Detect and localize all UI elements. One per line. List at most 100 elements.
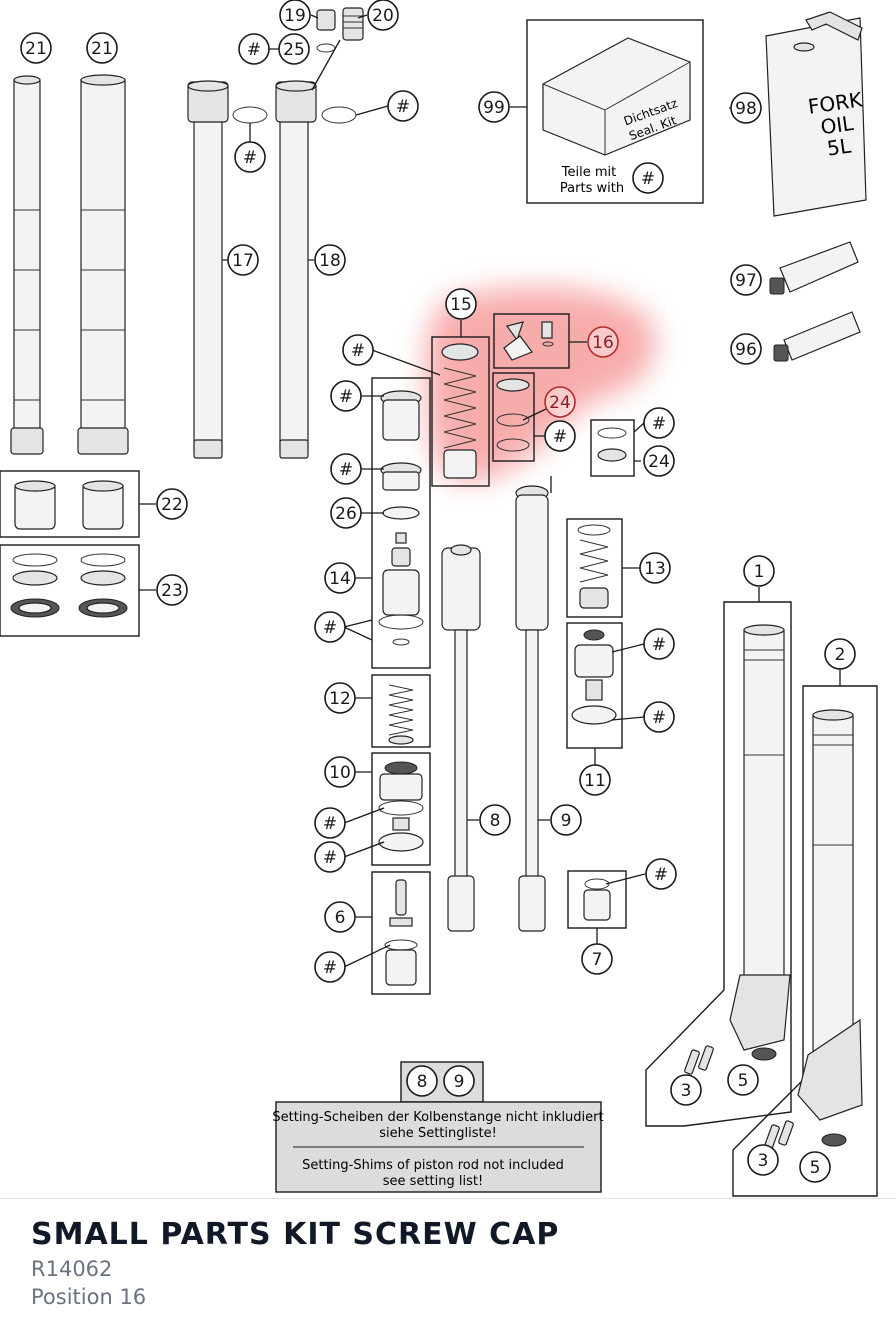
frame-6: [371, 871, 431, 995]
frame-14: [371, 377, 431, 669]
svg-text:26: 26: [335, 504, 357, 524]
callout-19[interactable]: 19: [279, 0, 311, 31]
svg-text:25: 25: [283, 40, 305, 60]
svg-text:98: 98: [735, 99, 757, 119]
callout-12[interactable]: 12: [324, 682, 356, 714]
callout-26[interactable]: 26: [330, 497, 362, 529]
callout-99[interactable]: 99: [478, 91, 510, 123]
svg-text:5: 5: [738, 1071, 749, 1091]
svg-text:97: 97: [735, 271, 757, 291]
callout-97[interactable]: 97: [730, 264, 762, 296]
svg-text:11: 11: [584, 771, 606, 791]
callout-hash-14-c[interactable]: #: [314, 611, 346, 643]
screw-cap-19: [316, 9, 336, 31]
svg-text:8: 8: [490, 811, 501, 831]
svg-text:#: #: [247, 40, 261, 60]
outer-tube-left-1: [10, 75, 44, 455]
svg-text:12: 12: [329, 689, 351, 709]
svg-text:9: 9: [561, 811, 572, 831]
callout-3-b[interactable]: 3: [747, 1144, 779, 1176]
callout-10[interactable]: 10: [324, 756, 356, 788]
grease-tube-97: [769, 241, 859, 295]
callout-8[interactable]: 8: [479, 804, 511, 836]
bushings-22: [14, 480, 124, 530]
axle-clamp-bolts-2: [764, 1120, 847, 1150]
svg-text:8: 8: [417, 1072, 428, 1092]
valve-parts-10: [378, 761, 424, 852]
callout-22[interactable]: 22: [156, 488, 188, 520]
notice-ref-9[interactable]: 9: [443, 1065, 475, 1097]
callout-hash-25[interactable]: #: [238, 33, 270, 65]
callout-98[interactable]: 98: [730, 92, 762, 124]
seal-kit-label-de: Teile mit: [561, 165, 616, 180]
callout-hash-17[interactable]: #: [234, 141, 266, 173]
callout-15[interactable]: 15: [445, 288, 477, 320]
notice-de-line2: siehe Settingliste!: [379, 1126, 497, 1141]
oil-can-line2: OIL: [819, 111, 856, 139]
part-number: R14062: [31, 1257, 113, 1281]
callout-20[interactable]: 20: [367, 0, 399, 31]
svg-text:#: #: [641, 169, 655, 189]
svg-text:22: 22: [161, 495, 183, 515]
callout-5-a[interactable]: 5: [727, 1064, 759, 1096]
callout-hash-11-a[interactable]: #: [643, 628, 675, 660]
svg-text:99: 99: [483, 98, 505, 118]
callout-13[interactable]: 13: [639, 552, 671, 584]
callout-24-a[interactable]: 24: [544, 386, 576, 418]
leader-lines: [139, 14, 841, 968]
svg-text:18: 18: [319, 251, 341, 271]
frame-24a: [492, 372, 535, 462]
callout-5-b[interactable]: 5: [799, 1151, 831, 1183]
callout-hash-10-a[interactable]: #: [314, 807, 346, 839]
callout-hash-24a[interactable]: #: [544, 420, 576, 452]
callout-hash-24b[interactable]: #: [643, 407, 675, 439]
svg-text:#: #: [654, 865, 668, 885]
callout-hash-11-b[interactable]: #: [643, 701, 675, 733]
callout-7[interactable]: 7: [581, 943, 613, 975]
fork-leg-2: [797, 709, 863, 1121]
callout-hash-14-b[interactable]: #: [330, 453, 362, 485]
callout-21-b[interactable]: 21: [86, 32, 118, 64]
svg-text:#: #: [323, 814, 337, 834]
seal-kit-marker[interactable]: #: [632, 162, 664, 194]
svg-text:24: 24: [549, 393, 571, 413]
product-title: SMALL PARTS KIT SCREW CAP: [31, 1217, 560, 1252]
svg-text:23: 23: [161, 581, 183, 601]
callout-hash-18[interactable]: #: [387, 90, 419, 122]
callout-96[interactable]: 96: [730, 333, 762, 365]
svg-text:7: 7: [592, 950, 603, 970]
callout-9[interactable]: 9: [550, 804, 582, 836]
callout-3-a[interactable]: 3: [670, 1074, 702, 1106]
notice-ref-8[interactable]: 8: [406, 1065, 438, 1097]
callout-1[interactable]: 1: [743, 555, 775, 587]
spring-12: [388, 684, 414, 745]
callout-hash-7[interactable]: #: [645, 858, 677, 890]
callout-hash-14-a[interactable]: #: [330, 380, 362, 412]
svg-text:19: 19: [284, 6, 306, 26]
callout-25[interactable]: 25: [278, 33, 310, 65]
valve-parts-14: [378, 390, 424, 646]
svg-text:#: #: [339, 460, 353, 480]
callout-18[interactable]: 18: [314, 244, 346, 276]
callout-hash-10-b[interactable]: #: [314, 841, 346, 873]
callout-14[interactable]: 14: [324, 562, 356, 594]
callout-17[interactable]: 17: [227, 244, 259, 276]
callout-hash-6[interactable]: #: [314, 951, 346, 983]
callout-11[interactable]: 11: [579, 764, 611, 796]
callout-21-a[interactable]: 21: [20, 32, 52, 64]
callout-16[interactable]: 16: [587, 326, 619, 358]
svg-text:10: 10: [329, 763, 351, 783]
callout-24-b[interactable]: 24: [643, 445, 675, 477]
callout-hash-15[interactable]: #: [342, 334, 374, 366]
callout-2[interactable]: 2: [824, 638, 856, 670]
callout-6[interactable]: 6: [324, 901, 356, 933]
frame-10: [371, 752, 431, 866]
callout-23[interactable]: 23: [156, 574, 188, 606]
svg-text:1: 1: [754, 562, 765, 582]
svg-text:#: #: [652, 708, 666, 728]
svg-text:3: 3: [758, 1151, 769, 1171]
valve-parts-11: [571, 629, 617, 725]
notice-en-line2: see setting list!: [383, 1174, 483, 1189]
svg-text:21: 21: [91, 39, 113, 59]
